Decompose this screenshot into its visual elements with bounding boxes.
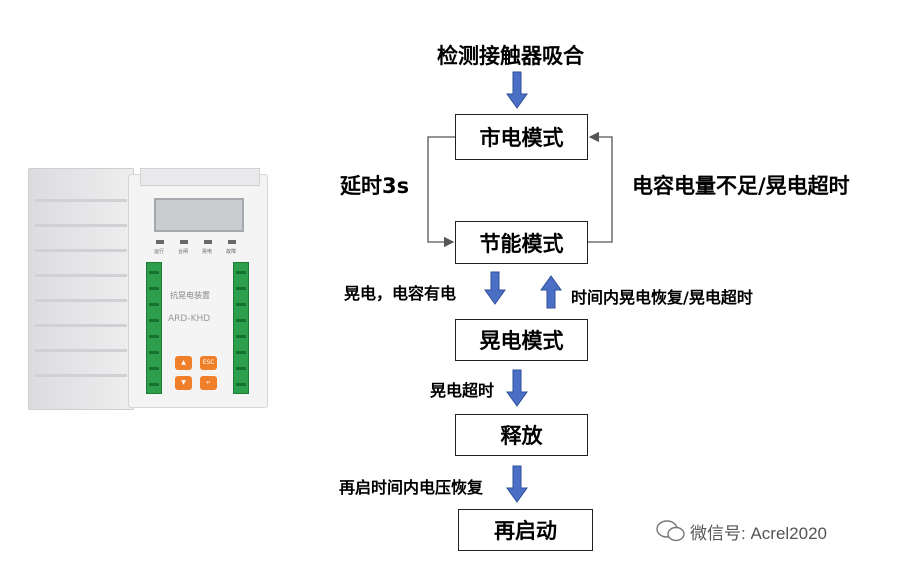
- node-release: 释放: [455, 414, 588, 456]
- edge-label-cap-low: 电容电量不足/晃电超时: [632, 170, 850, 200]
- edge-label-sag-timeout: 晃电超时: [430, 377, 494, 401]
- loop-line-cap-low: [588, 137, 612, 242]
- arrow-saving-to-sag: [485, 272, 505, 304]
- arrow-release-to-restart: [507, 466, 527, 502]
- node-sag-mode-label: 晃电模式: [480, 325, 564, 355]
- node-detect-contactor: 检测接触器吸合: [437, 40, 584, 70]
- arrow-sag-to-release: [507, 370, 527, 406]
- node-release-label: 释放: [501, 420, 543, 450]
- node-saving-mode: 节能模式: [455, 221, 588, 264]
- node-mains-mode: 市电模式: [455, 114, 588, 160]
- edge-label-recover: 时间内晃电恢复/晃电超时: [571, 284, 753, 308]
- edge-label-sag-cap: 晃电，电容有电: [344, 280, 456, 304]
- node-restart-label: 再启动: [494, 515, 557, 545]
- wechat-icon: [656, 520, 686, 542]
- node-restart: 再启动: [458, 509, 593, 551]
- arrow-sag-to-saving: [541, 276, 561, 308]
- node-mains-mode-label: 市电模式: [480, 122, 564, 152]
- loop-line-delay: [428, 137, 455, 242]
- node-sag-mode: 晃电模式: [455, 319, 588, 361]
- node-saving-mode-label: 节能模式: [480, 228, 564, 258]
- edge-label-restart-cond: 再启时间内电压恢复: [339, 474, 483, 498]
- edge-label-delay: 延时3s: [340, 170, 409, 200]
- arrow-detect-to-mains: [507, 72, 527, 108]
- watermark-text: 微信号: Acrel2020: [690, 519, 827, 544]
